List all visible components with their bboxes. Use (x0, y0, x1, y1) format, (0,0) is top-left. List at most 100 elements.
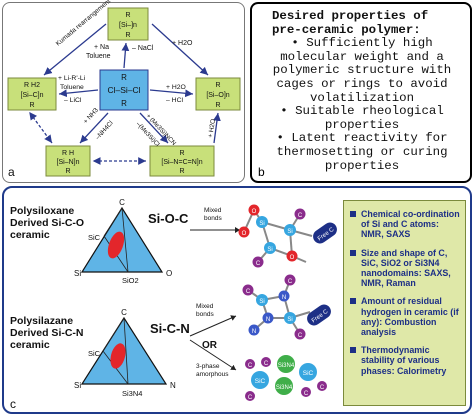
panel-b-label: b (258, 165, 265, 179)
characterization-legend: Chemical co-ordination of Si and C atoms… (343, 200, 466, 406)
atom-o-label: O (252, 209, 257, 215)
atom-o (286, 250, 298, 262)
tri2-c: C (121, 308, 127, 317)
tri2-n: N (170, 381, 176, 390)
atom-c (301, 387, 311, 397)
sicn-title-2: Derived Si-C-N (10, 327, 84, 339)
node-right-r2: R (215, 102, 220, 109)
tie-line (121, 207, 129, 273)
phase-si3n4-label: Si3N4 (276, 385, 293, 391)
node-polycarbosilane (7, 77, 57, 111)
tri2-sic: SiC (88, 349, 101, 358)
property-item: Latent reactivity for thermosetting or c… (264, 132, 460, 173)
atom-c (294, 328, 306, 340)
atom-n (248, 324, 260, 336)
atom-c-label: C (320, 385, 325, 391)
atom-c-label: C (248, 395, 253, 401)
atom-n (262, 312, 274, 324)
tri1-c: C (119, 198, 125, 207)
arrow-to-polycarbosilane (58, 89, 99, 98)
atom-c (242, 284, 254, 296)
label-kumada: Kumada rearrangement (55, 0, 112, 48)
label-na: + Na (94, 44, 109, 51)
panel-a-label: a (8, 165, 15, 179)
atom-si-label: Si (267, 247, 272, 253)
tri1-o: O (166, 269, 172, 278)
properties-list: Sufficiently high molecular weight and a… (264, 36, 460, 173)
label-nh3: + NH3 (82, 107, 100, 126)
tri1-sic: SiC (88, 233, 101, 242)
atom-si-label: Si (259, 299, 264, 305)
sicn-title-3: ceramic (10, 339, 50, 351)
atom-n-label: N (266, 317, 270, 323)
properties-title: Desired properties of pre-ceramic polyme… (272, 9, 429, 37)
atom-n-label: N (282, 295, 286, 301)
label-lirli: + Li-R'-Li (58, 75, 86, 82)
phase-sic-label: SiC (255, 378, 266, 385)
atom-c-label: C (256, 261, 261, 267)
label-licl: – LiCl (64, 97, 82, 104)
sioc-title-1: Polysiloxane (10, 205, 74, 217)
node-polysilazane (45, 145, 91, 177)
label-toluene2: Toluene (60, 84, 84, 91)
property-item: Suitable rheological properties (264, 104, 460, 132)
label-h2o-mid: + H2O (166, 84, 186, 91)
atom-c-label: C (298, 213, 303, 219)
panel-b-frame: Desired properties of pre-ceramic polyme… (250, 2, 472, 183)
phase-si3n4-label: Si3N4 (278, 363, 295, 369)
node-right-r1: R (215, 82, 220, 89)
node-br-r1: R (179, 150, 184, 157)
arrow-to-polysilazane (79, 112, 109, 144)
node-bl-r1: R H (62, 150, 74, 157)
legend-item: Thermodynamic stability of various phase… (350, 345, 460, 376)
sioc-title-2: Derived Si-C-O (10, 217, 84, 229)
atom-si (284, 224, 296, 236)
atom-si (284, 312, 296, 324)
mixed-bonds-1b: bonds (204, 215, 222, 222)
tri2-si: Si (74, 381, 81, 390)
arrow-mixed-bonds-2 (189, 315, 237, 337)
center-monomer-box (99, 69, 149, 111)
phase-sic (299, 363, 317, 381)
center-r-bottom: R (121, 99, 127, 108)
label-nacl: – NaCl (132, 45, 154, 52)
panel-c-label: c (10, 397, 16, 411)
node-right-formula: [Si–O]n (206, 92, 229, 99)
mixed-bonds-2a: Mixed (196, 303, 214, 310)
label-hcl-mid: – HCl (166, 97, 183, 104)
atom-c (261, 357, 271, 367)
node-left-r1: R H2 (24, 82, 40, 89)
mixed-bonds-1a: Mixed (204, 207, 222, 214)
property-item: Sufficiently high molecular weight and a… (264, 36, 460, 105)
atom-si (256, 294, 268, 306)
phase-si3n4 (275, 377, 293, 395)
label-toluene1: Toluene (86, 53, 111, 60)
arrow-silane-to-siloxane (151, 23, 209, 76)
three-phase-a: 3-phase (196, 363, 220, 370)
atom-si (264, 242, 276, 254)
legend-item: Size and shape of C, SiC, SiO2 or Si3N4 … (350, 248, 460, 289)
atom-n (278, 290, 290, 302)
tie-line (123, 317, 129, 385)
phase-sic (251, 371, 269, 389)
atom-o (248, 204, 260, 216)
legend-item: Amount of residual hydrogen in ceramic (… (350, 296, 460, 337)
center-formula: Cl–Si–Cl (107, 85, 140, 95)
atom-c-label: C (298, 333, 303, 339)
label-nh4cl: –NH4Cl (94, 119, 115, 141)
sicn-formula: Si-C-N (150, 321, 190, 336)
center-r-top: R (121, 73, 127, 82)
sicn-title-1: Polysilazane (10, 315, 73, 327)
dashed-arrow-left (29, 111, 53, 144)
tri1-sio2: SiO2 (122, 276, 139, 285)
node-bl-formula: [Si–N]n (57, 159, 80, 166)
atom-n-label: N (252, 329, 256, 335)
node-polysilylcarbodiimide (149, 145, 215, 177)
arrow-kumada (43, 23, 107, 76)
tie-line (102, 317, 125, 352)
atom-o (238, 226, 250, 238)
node-br-formula: [Si–N=C=N]n (161, 159, 202, 166)
tri1-si: Si (74, 269, 81, 278)
atom-si (256, 216, 268, 228)
